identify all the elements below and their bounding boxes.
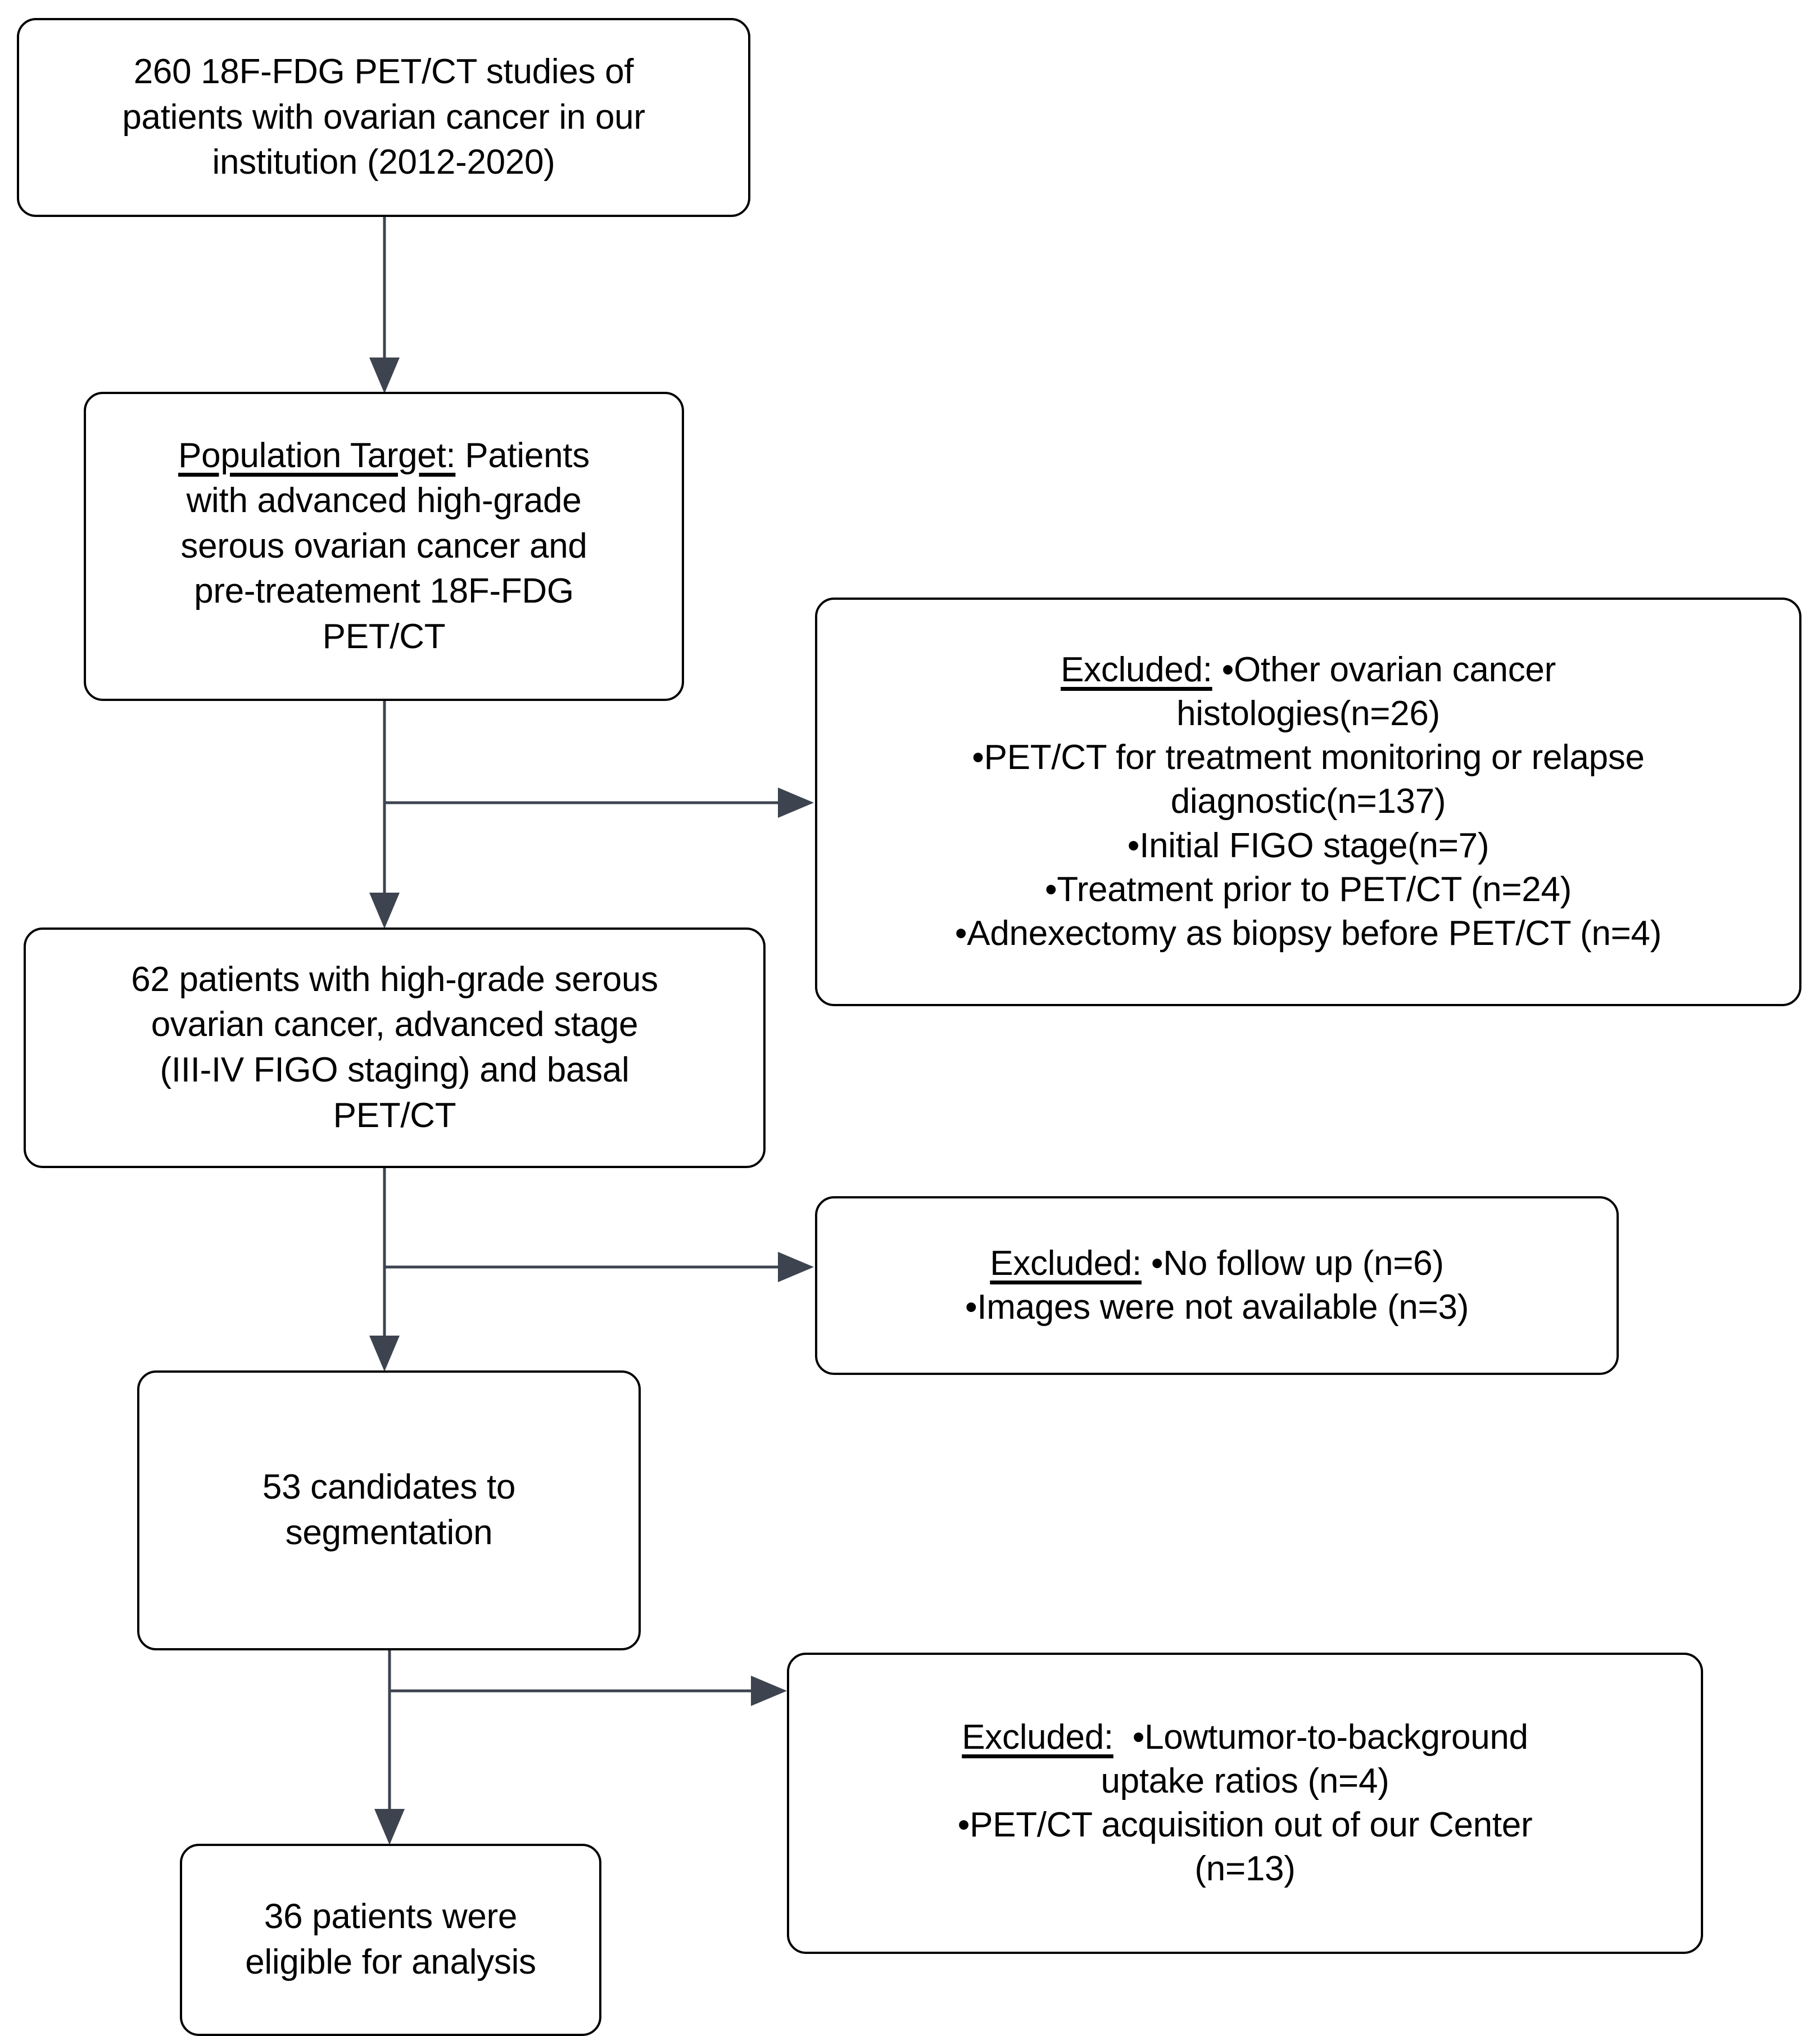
node-exclusion-2[interactable]: Excluded: •No follow up (n=6) •Images we…	[815, 1196, 1619, 1375]
exclusion-1-line1-tail: •Other ovarian cancer	[1212, 650, 1556, 690]
connector-population-to-exclusion1	[384, 788, 814, 818]
node-candidates-53-text: 53 candidates to segmentation	[262, 1468, 516, 1552]
node-exclusion-3[interactable]: Excluded: •Lowtumor-to-background uptake…	[787, 1653, 1703, 1954]
node-eligible-62-patients-text: 62 patients with high-grade serous ovari…	[131, 960, 658, 1135]
exclusion-1-label: Excluded:	[1061, 650, 1212, 690]
node-source-studies[interactable]: 260 18F-FDG PET/CT studies of patients w…	[17, 18, 750, 217]
exclusion-3-line1-tail: •Lowtumor-to-background	[1113, 1717, 1528, 1757]
node-final-36-patients[interactable]: 36 patients were eligible for analysis	[180, 1844, 601, 2036]
node-population-target-text: Population Target: Patients with advance…	[178, 436, 590, 656]
population-target-label: Population Target:	[178, 436, 456, 475]
exclusion-2-label: Excluded:	[990, 1243, 1142, 1283]
node-exclusion-3-text: Excluded: •Lowtumor-to-background uptake…	[957, 1717, 1533, 1889]
node-exclusion-1-text: Excluded: •Other ovarian cancer histolog…	[954, 650, 1662, 953]
exclusion-2-line1-tail: •No follow up (n=6)	[1141, 1243, 1444, 1283]
node-source-studies-text: 260 18F-FDG PET/CT studies of patients w…	[122, 52, 645, 182]
population-target-line1-tail: Patients	[455, 436, 590, 475]
node-population-target[interactable]: Population Target: Patients with advance…	[84, 392, 684, 701]
node-candidates-53[interactable]: 53 candidates to segmentation	[137, 1370, 641, 1650]
node-exclusion-2-text: Excluded: •No follow up (n=6) •Images we…	[965, 1243, 1469, 1327]
node-exclusion-1[interactable]: Excluded: •Other ovarian cancer histolog…	[815, 598, 1801, 1006]
connector-eligible62-to-exclusion2	[384, 1252, 814, 1282]
exclusion-3-label: Excluded:	[962, 1717, 1113, 1757]
node-final-36-patients-text: 36 patients were eligible for analysis	[245, 1897, 536, 1981]
connector-candidates53-to-final36	[374, 1650, 405, 1845]
connector-source-to-population	[369, 217, 400, 393]
connector-eligible62-to-candidates53	[369, 1168, 400, 1372]
connector-candidates53-to-exclusion3	[390, 1676, 787, 1706]
node-eligible-62-patients[interactable]: 62 patients with high-grade serous ovari…	[24, 927, 766, 1168]
connector-population-to-eligible62	[369, 701, 400, 929]
